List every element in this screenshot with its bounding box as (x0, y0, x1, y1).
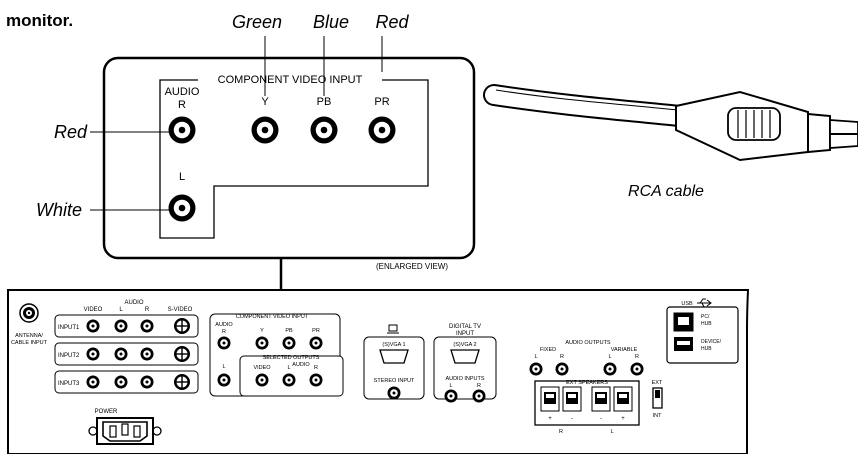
panel-video-label: VIDEO (84, 307, 103, 313)
device-hub-label-1: DEVICE/ (701, 339, 722, 345)
antenna-connector (19, 303, 39, 323)
ai-l-label: L (449, 383, 452, 389)
digital-tv-label: DIGITAL TV (449, 324, 481, 330)
audio-inputs-label: AUDIO INPUTS (445, 376, 484, 382)
so-l-label: L (287, 365, 290, 371)
enlarged-jack-pr (368, 116, 396, 144)
panel-cvi-pb: PB (285, 328, 293, 334)
header-text: monitor. (6, 11, 73, 30)
sp-r-label: R (559, 429, 563, 435)
stereo-input-label: STEREO INPUT (374, 378, 415, 384)
back-panel: ANTENNA/ CABLE INPUT VIDEO AUDIO L R S-V… (7, 289, 750, 454)
monitor-icon (388, 324, 398, 332)
enlarged-pr-label: PR (374, 96, 389, 108)
ext-label: EXT (652, 380, 663, 386)
fixed-label: FIXED (540, 347, 556, 353)
audio-outputs-label: AUDIO OUTPUTS (565, 340, 611, 346)
color-label-red: Red (375, 12, 409, 32)
panel-cvi-r: R (222, 329, 226, 335)
speaker-terminals (540, 386, 633, 412)
int-label: INT (653, 413, 663, 419)
title-gap (198, 72, 382, 86)
panel-cvi-l: L (222, 364, 225, 370)
enlarged-view-label: (ENLARGED VIEW) (376, 262, 448, 271)
pc-hub-label-1: PC/ (701, 314, 710, 320)
sp-plus2: + (621, 416, 625, 422)
input3-label: INPUT3 (58, 381, 80, 387)
input1-label: INPUT1 (58, 325, 80, 331)
panel-cvi-pr: PR (312, 328, 320, 334)
so-r-label: R (314, 365, 318, 371)
so-audio-label: AUDIO (292, 362, 310, 368)
panel-cvi-audio: AUDIO (215, 322, 233, 328)
antenna-label-2: CABLE INPUT (11, 340, 48, 346)
sp-plus1: + (548, 416, 552, 422)
variable-label: VARIABLE (611, 347, 638, 353)
enlarged-audio-label: AUDIO (165, 86, 200, 98)
enlarged-pb-label: PB (317, 96, 332, 108)
ext-speakers-label: EXT SPEAKERS (566, 380, 608, 386)
enlarged-jack-y (251, 116, 279, 144)
sp-minus2: - (600, 416, 602, 422)
enlarged-frame (102, 56, 476, 260)
selected-outputs-label: SELECTED OUTPUTS (263, 355, 320, 361)
power-label: POWER (95, 409, 118, 415)
panel-audio-label: AUDIO (124, 300, 143, 306)
enlarged-jack-outline (159, 79, 429, 239)
color-label-blue: Blue (313, 12, 349, 32)
ao-l2-label: L (608, 354, 611, 360)
enlarged-r-label: R (178, 99, 186, 111)
callout-red: Red (54, 122, 88, 142)
cable-label: RCA cable (628, 183, 704, 200)
input2-label: INPUT2 (58, 353, 80, 359)
callout-white: White (36, 200, 82, 220)
ai-r-label: R (477, 383, 481, 389)
antenna-label-1: ANTENNA/ (15, 333, 43, 339)
digital-input-label: INPUT (456, 331, 474, 337)
enlarged-l-label: L (179, 171, 185, 183)
enlarged-jack-audio-l (168, 194, 196, 222)
panel-cvi-y: Y (260, 328, 264, 334)
color-label-green: Green (232, 12, 282, 32)
pc-hub-label-2: HUB (701, 321, 712, 327)
ao-r2-label: R (635, 354, 639, 360)
enlarged-view: COMPONENT VIDEO INPUT AUDIO R Y PB PR L … (36, 12, 476, 304)
panel-svideo-label: S-VIDEO (168, 307, 193, 313)
enlarged-jack-pb (310, 116, 338, 144)
device-hub-label-2: HUB (701, 346, 712, 352)
power-socket (88, 417, 162, 445)
svga1-label: (S)VGA 1 (382, 342, 405, 348)
enlarged-jack-audio-r (168, 116, 196, 144)
usb-label: USB (681, 301, 693, 307)
rca-cable-illustration (483, 84, 858, 162)
svga2-label: (S)VGA 2 (453, 342, 476, 348)
ao-r1-label: R (560, 354, 564, 360)
usb-icon (697, 298, 712, 308)
enlarged-y-label: Y (261, 96, 269, 108)
so-video-label: VIDEO (253, 365, 271, 371)
panel-l-label: L (119, 307, 123, 313)
sp-minus1: - (571, 416, 573, 422)
enlarged-title: COMPONENT VIDEO INPUT (218, 74, 363, 86)
sp-l-label: L (610, 429, 613, 435)
panel-cvi-title: COMPONENT VIDEO INPUT (236, 314, 309, 320)
ao-l1-label: L (534, 354, 537, 360)
panel-r-label: R (145, 307, 150, 313)
